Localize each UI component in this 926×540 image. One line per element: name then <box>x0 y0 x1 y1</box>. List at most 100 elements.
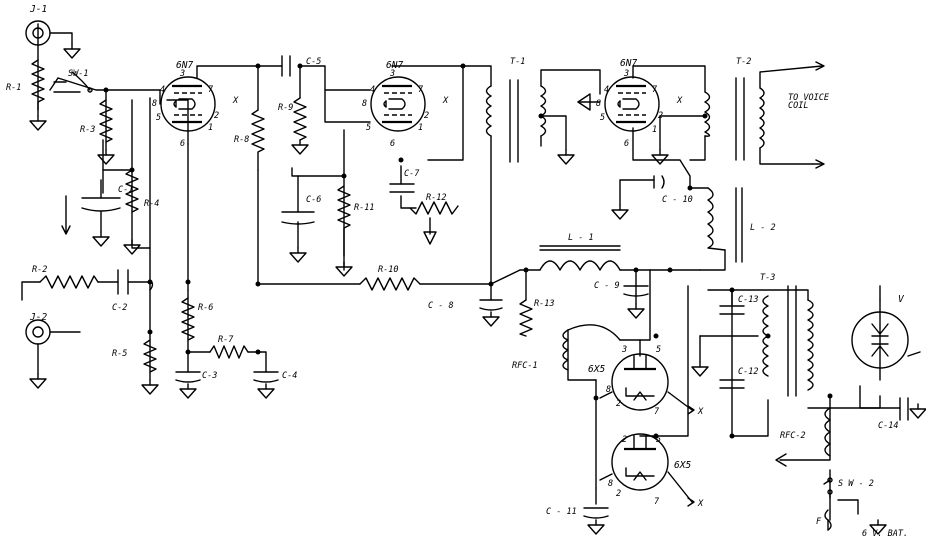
label-rfc2: RFC-2 <box>780 431 806 441</box>
label-r10: R-10 <box>378 265 398 275</box>
ground-symbol <box>257 383 275 399</box>
resistor-r1 <box>31 59 45 103</box>
label-r12: R-12 <box>426 193 446 203</box>
pin-number: 5 <box>366 123 371 133</box>
vibrator-v <box>851 299 921 381</box>
capacitor-c8 <box>479 299 503 311</box>
pin-number: 6 <box>180 139 185 149</box>
resistor-r5 <box>143 339 157 373</box>
pin-number: 8 <box>608 479 613 489</box>
tube-v4-type: 6X5 <box>588 364 605 375</box>
resistor-r10 <box>359 277 421 291</box>
label-r6: R-6 <box>198 303 213 313</box>
ground-symbol <box>691 361 709 377</box>
pin-number: 5 <box>656 435 661 445</box>
label-j1: J-1 <box>29 4 47 15</box>
resistor-r9 <box>293 97 307 141</box>
pin-number: 8 <box>596 99 601 109</box>
pin-number: 8 <box>362 99 367 109</box>
ground-symbol <box>482 311 500 327</box>
ground-symbol <box>29 373 47 389</box>
pin-number: 2 <box>616 489 621 499</box>
pin-number: 2 <box>214 111 219 121</box>
ground-symbol <box>291 139 309 155</box>
label-bat: 6 V. BAT. <box>862 529 908 539</box>
pin-number: 8 <box>606 385 611 395</box>
pin-number: 7 <box>208 85 214 95</box>
label-r5: R-5 <box>112 349 127 359</box>
inductor-l1 <box>539 245 621 271</box>
pin-number: 1 <box>652 125 657 135</box>
resistor-r11 <box>337 185 351 257</box>
capacitor-c14 <box>899 397 909 421</box>
label-t1: T-1 <box>510 57 525 67</box>
ground-symbol <box>92 231 110 247</box>
label-t2: T-2 <box>736 57 751 67</box>
capacitor-c1 <box>81 197 121 212</box>
label-r7: R-7 <box>218 335 234 345</box>
pin-number: 5 <box>656 345 661 355</box>
label-c2: C-2 <box>112 303 127 313</box>
capacitor-c11 <box>583 507 609 519</box>
label-r8: R-8 <box>234 135 249 145</box>
switch-sw2 <box>823 479 831 499</box>
junction-dots <box>103 63 833 439</box>
pin-number: 2 <box>658 111 663 121</box>
transformer-t2 <box>651 61 825 169</box>
pin-number: 7 <box>418 85 424 95</box>
label-voice-line2: COIL <box>788 101 808 111</box>
pin-number: 6 <box>624 139 629 149</box>
tube-v2-type: 6N7 <box>386 60 403 71</box>
tube-v2 <box>369 75 427 133</box>
capacitor-c4 <box>253 371 279 383</box>
tube-v3 <box>603 75 661 133</box>
label-c14: C-14 <box>878 421 898 431</box>
label-c12: C-12 <box>738 367 758 377</box>
ground-symbol <box>29 115 47 131</box>
inductor-rfc2 <box>824 407 831 457</box>
label-r2: R-2 <box>32 265 47 275</box>
pin-number: 4 <box>370 85 375 95</box>
label-c7: C-7 <box>404 169 420 179</box>
resistor-r8 <box>251 109 265 171</box>
tube-v3-type: 6N7 <box>620 58 637 69</box>
label-c13: C-13 <box>738 295 758 305</box>
ground-symbol <box>909 403 926 419</box>
label-t3: T-3 <box>760 273 775 283</box>
inductor-rfc1 <box>562 329 569 371</box>
label-c4: C-4 <box>282 371 297 381</box>
tube-v1-type: 6N7 <box>176 60 193 71</box>
pin-number: 7 <box>654 497 660 507</box>
pin-number: 5 <box>156 113 161 123</box>
pin-number: 2 <box>622 435 627 445</box>
pin-number: 3 <box>623 69 629 79</box>
heater-label: X <box>442 96 449 106</box>
label-c10: C - 10 <box>662 195 693 205</box>
capacitor-c12 <box>719 379 745 389</box>
capacitor-c2 <box>117 269 129 295</box>
components <box>25 20 926 535</box>
label-c11: C - 11 <box>546 507 577 517</box>
pin-number: 2 <box>616 399 621 409</box>
pin-number: 1 <box>418 123 423 133</box>
label-sw2: S W - 2 <box>838 479 874 489</box>
label-c1: C-1 <box>118 185 133 195</box>
ground-symbol <box>97 149 115 165</box>
heater-label: X <box>697 407 704 417</box>
transformer-t1 <box>485 69 601 165</box>
resistor-r12 <box>409 201 459 215</box>
resistor-r7 <box>209 345 249 359</box>
label-l1: L - 1 <box>568 233 594 243</box>
label-r11: R-11 <box>354 203 374 213</box>
resistor-r13 <box>519 299 533 337</box>
pin-number: 3 <box>389 69 395 79</box>
resistor-r6 <box>181 297 195 341</box>
label-sw1: SW-1 <box>68 69 88 79</box>
resistor-r3 <box>99 99 113 143</box>
labels: J-1 R-1 SW-1 R-3 C-1 R-4 R-2 C-2 J-2 R-5… <box>6 4 908 539</box>
label-c9: C - 9 <box>594 281 620 291</box>
label-voice-line1: TO VOICE <box>788 93 830 103</box>
label-r3: R-3 <box>80 125 95 135</box>
label-j2: J-2 <box>29 312 47 323</box>
